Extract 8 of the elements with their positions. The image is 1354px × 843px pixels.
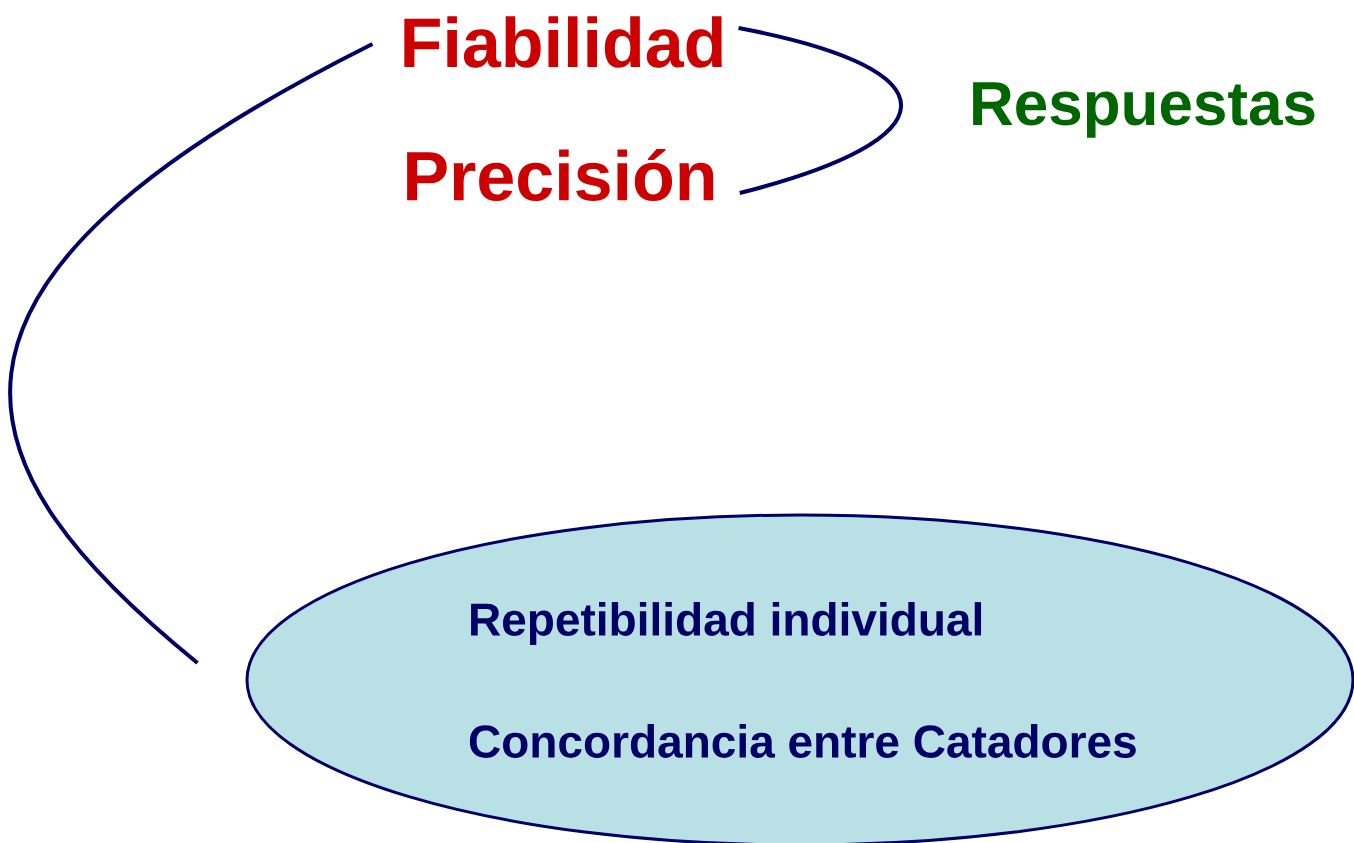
ellipse-node [245,513,1354,843]
heading-word: Respuestas [973,82,1315,138]
title-word: Precisión [407,149,714,201]
ellipse-text: Repetibilidad individual [471,602,982,645]
ellipse-text: Concordancia entre Catadores [469,724,1136,758]
curved-line [9,42,374,665]
title-word: Fiabilidad [404,16,722,68]
bracket-line [738,26,903,195]
